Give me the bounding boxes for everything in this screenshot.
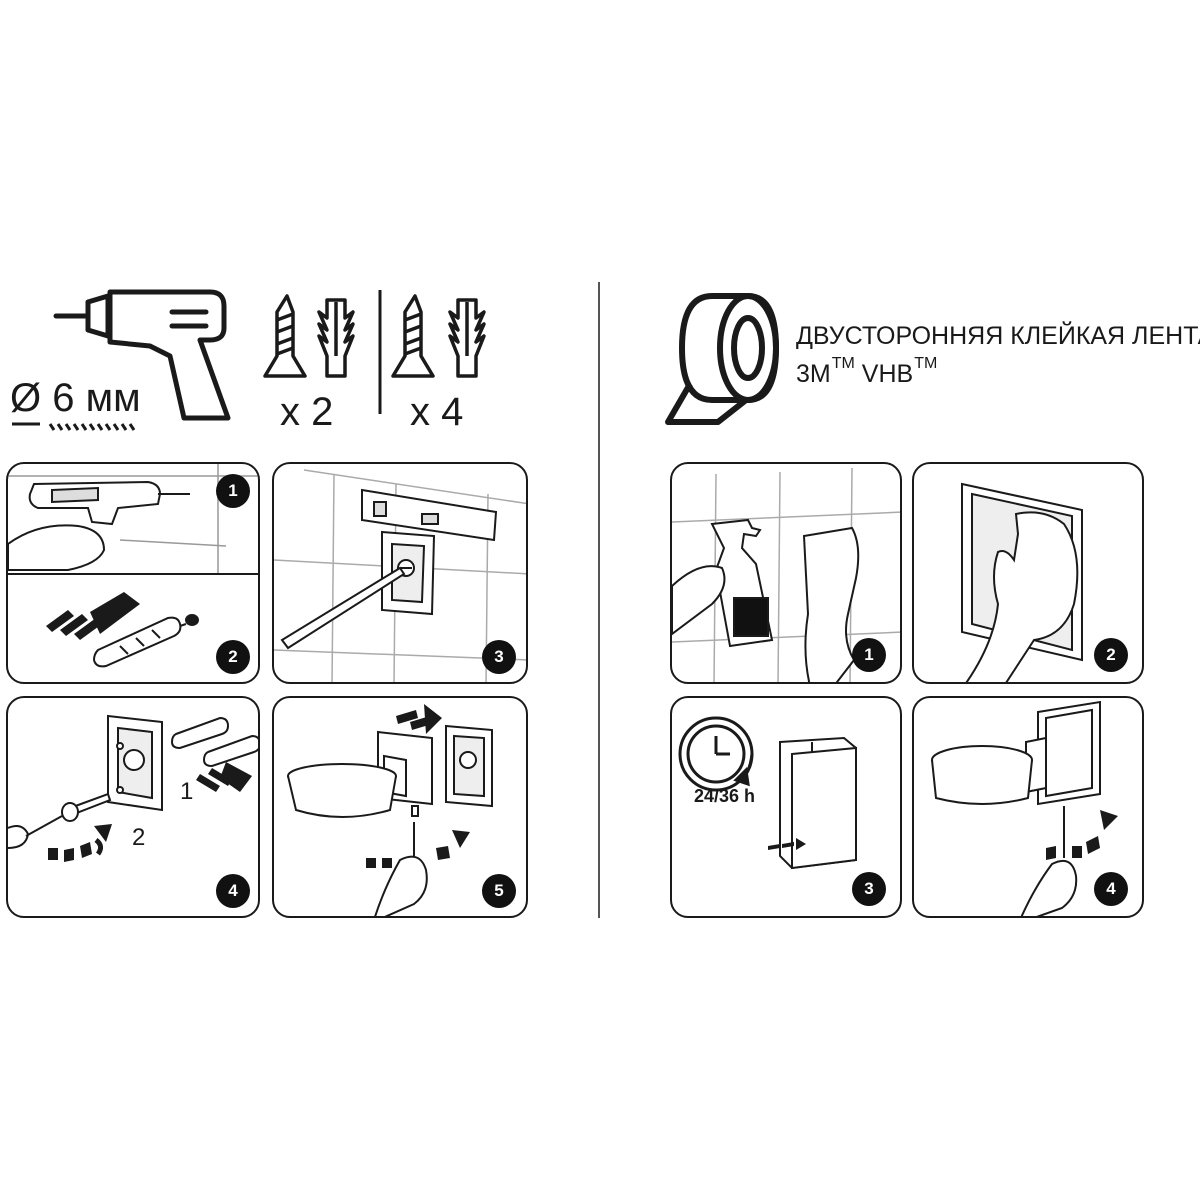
drill-diameter-label: Ø 6 мм <box>10 376 141 420</box>
arrow-icon <box>396 704 442 734</box>
tape-step-panel-2: 2 <box>912 462 1144 684</box>
trademark-mark: TM <box>914 355 938 372</box>
section-divider <box>598 282 600 918</box>
step-panel-3: 3 <box>272 462 528 684</box>
tape-step-panel-4: 4 <box>912 696 1144 918</box>
step-badge: 2 <box>1094 638 1128 672</box>
step-badge: 3 <box>852 872 886 906</box>
hand-icon <box>965 511 1079 682</box>
wall-plug-icon <box>317 298 355 378</box>
wall-plug-icon <box>448 298 486 378</box>
wall-bracket-icon <box>445 724 493 808</box>
rotate-arrow-icon <box>366 830 470 868</box>
step-badge: 2 <box>216 640 250 674</box>
step-drill-illustration <box>8 464 258 668</box>
spirit-level-icon <box>361 488 498 542</box>
rotate-arrow-icon <box>48 824 112 862</box>
drill-hand-icon <box>8 480 190 571</box>
wall-bracket-icon <box>107 714 163 812</box>
step-panel-drill-and-plug: 1 2 <box>6 462 260 684</box>
screwdriver-hand-icon <box>1020 806 1078 916</box>
holder-icon <box>287 730 433 818</box>
step-badge: 1 <box>852 638 886 672</box>
wall-plug-icon <box>170 716 258 768</box>
tape-step-mount-illustration <box>931 700 1118 916</box>
kit-large-quantity: x 4 <box>410 390 464 434</box>
arrow-icon <box>196 762 252 792</box>
step-panel-5: 5 <box>272 696 528 918</box>
tape-roll-icon <box>665 293 779 425</box>
kit-small-quantity: x 2 <box>280 390 334 434</box>
tape-step-wait-illustration <box>678 716 857 870</box>
clock-icon <box>678 716 754 792</box>
screw-icon <box>411 805 419 817</box>
screwdriver-icon <box>8 815 63 849</box>
tape-step-panel-3: 24/36 h 3 <box>670 696 902 918</box>
wall-bracket-icon <box>381 530 436 616</box>
hand-icon <box>672 526 860 682</box>
tape-step-peel-illustration <box>961 482 1083 682</box>
screwdriver-icon <box>280 566 406 650</box>
holder-icon <box>931 700 1101 806</box>
screw-icon <box>391 294 435 378</box>
spray-bottle-icon <box>710 518 774 648</box>
step-panel-4: 1 2 4 <box>6 696 260 918</box>
trademark-mark: TM <box>831 355 855 372</box>
wall-plug-icon <box>92 614 199 668</box>
holder-plate-icon <box>779 736 857 870</box>
drill-icon <box>53 289 231 421</box>
drill-diameter-underline <box>12 422 136 431</box>
tape-step-panel-1: 1 <box>670 462 902 684</box>
step-badge: 4 <box>216 874 250 908</box>
tape-title: ДВУСТОРОННЯЯ КЛЕЙКАЯ ЛЕНТА <box>796 322 1200 350</box>
sub-step-label: 2 <box>132 824 146 851</box>
arrow-icon <box>768 838 806 850</box>
step-badge: 4 <box>1094 872 1128 906</box>
tape-step-clean-illustration <box>672 467 900 682</box>
step-badge: 1 <box>216 474 250 508</box>
step-badge: 3 <box>482 640 516 674</box>
arrow-icon <box>46 592 140 640</box>
step-badge: 5 <box>482 874 516 908</box>
screw-icon <box>61 792 112 822</box>
step-level-illustration <box>274 469 526 682</box>
tape-brand: 3MTM VHBTM <box>796 355 937 389</box>
brand-3m: 3M <box>796 360 831 388</box>
screw-icon <box>263 294 307 378</box>
rotate-arrow-icon <box>1046 810 1118 860</box>
step-mount-holder-illustration <box>287 704 493 916</box>
screwdriver-hand-icon <box>374 822 428 916</box>
brand-vhb: VHB <box>861 360 914 388</box>
cure-time-label: 24/36 h <box>694 786 756 806</box>
sub-step-label: 1 <box>180 778 194 805</box>
step-fix-bracket-illustration <box>8 714 258 862</box>
